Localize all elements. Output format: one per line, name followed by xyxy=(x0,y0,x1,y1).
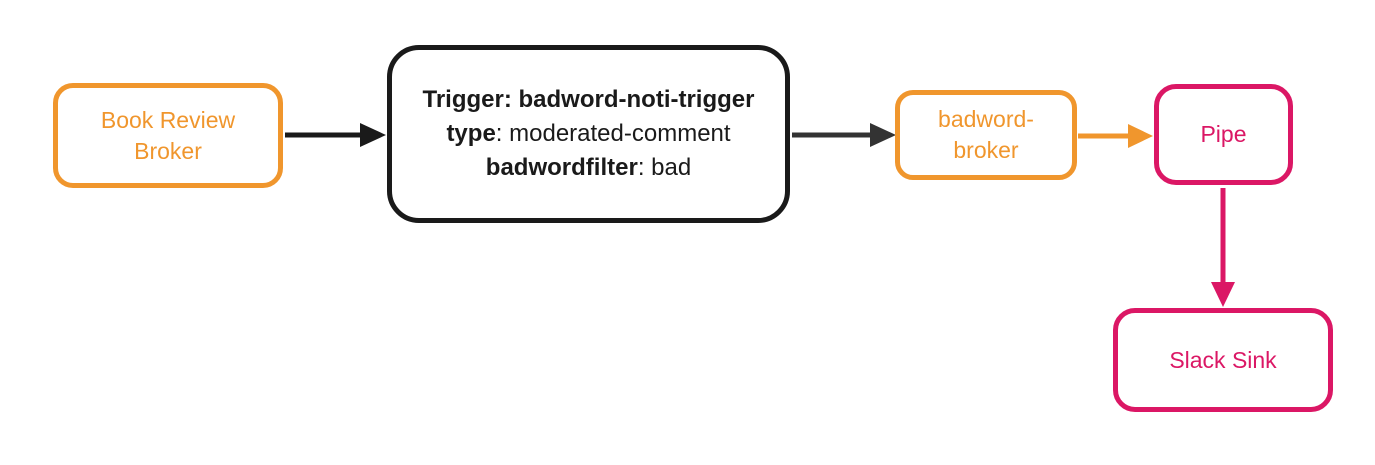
trigger-filter-value: : bad xyxy=(637,154,692,181)
node-slack-sink: Slack Sink xyxy=(1113,308,1333,412)
trigger-name-text: Trigger: badword-noti-trigger xyxy=(422,86,755,113)
node-label: Pipe xyxy=(1200,121,1247,147)
trigger-line-1: Trigger: badword-noti-trigger xyxy=(423,83,755,117)
node-pipe: Pipe xyxy=(1154,84,1293,185)
node-label-line: Broker xyxy=(134,137,202,164)
arrow-broker-to-trigger xyxy=(285,123,386,147)
trigger-filter-key: badwordfilter xyxy=(485,154,638,181)
trigger-line-2: type: moderated-comment xyxy=(446,117,730,151)
arrow-trigger-to-badword-broker xyxy=(792,123,896,147)
node-label: Slack Sink xyxy=(1169,346,1277,373)
trigger-type-key: type xyxy=(446,120,496,147)
node-label-line: badword- xyxy=(938,106,1034,132)
node-trigger: Trigger: badword-noti-trigger type: mode… xyxy=(387,45,790,223)
node-badword-broker: badword- broker xyxy=(895,90,1077,180)
trigger-line-3: badwordfilter: bad xyxy=(486,151,691,185)
node-label-line: Book Review xyxy=(100,106,236,133)
arrow-badword-broker-to-pipe xyxy=(1078,124,1153,148)
arrow-pipe-to-slack-sink xyxy=(1211,188,1235,307)
node-label-line: broker xyxy=(953,137,1019,163)
trigger-type-value: : moderated-comment xyxy=(495,120,731,147)
node-book-review-broker: Book Review Broker xyxy=(53,83,283,188)
